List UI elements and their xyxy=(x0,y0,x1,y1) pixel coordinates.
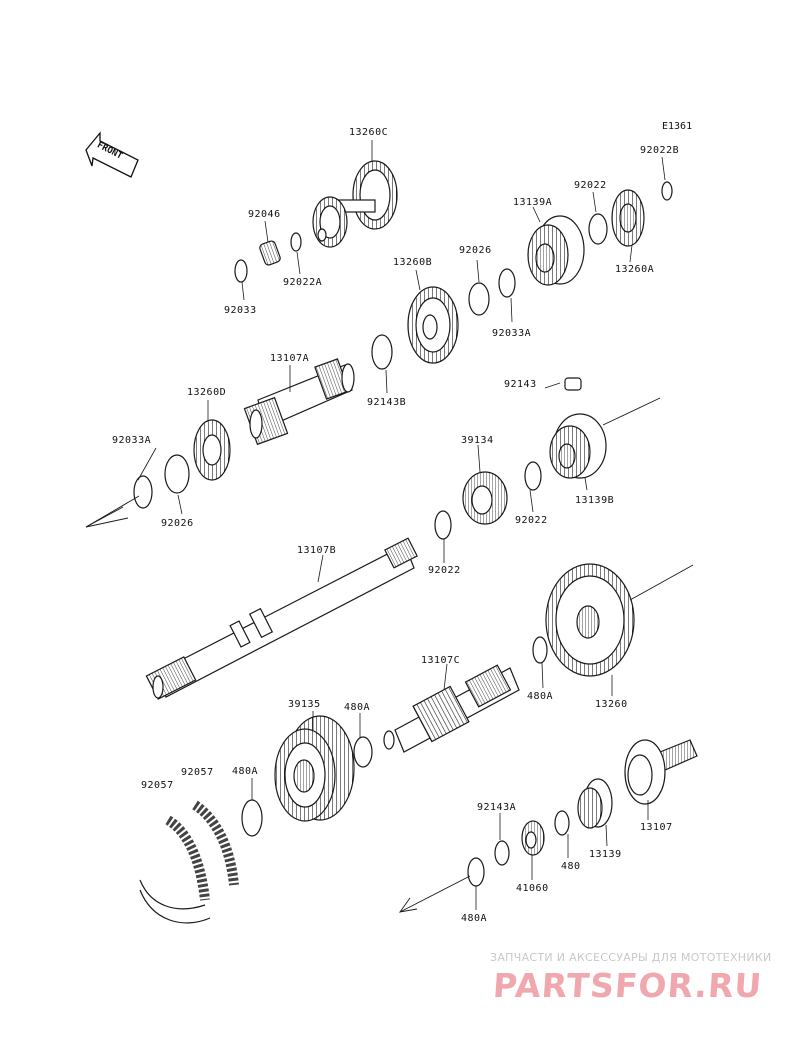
washer-92022-low xyxy=(434,510,452,540)
part-label: 480 xyxy=(561,861,581,872)
shaft-13107c xyxy=(383,664,520,753)
axis-line-right-top xyxy=(602,397,661,426)
part-label: 13260A xyxy=(615,264,655,275)
part-label: 13260 xyxy=(595,699,628,710)
leader-lines xyxy=(137,140,666,910)
part-label: 92022A xyxy=(283,277,323,288)
part-label: 39135 xyxy=(288,699,321,710)
bearing-39134 xyxy=(462,471,508,525)
circlip-92033a-left xyxy=(133,475,153,509)
part-label: 39134 xyxy=(461,435,494,446)
gear-13260 xyxy=(545,563,635,677)
collar-92143 xyxy=(564,377,582,391)
gear-13260c xyxy=(312,160,398,248)
part-label: 92022 xyxy=(574,180,607,191)
part-label: 13260D xyxy=(187,387,227,398)
part-label: 92046 xyxy=(248,209,281,220)
part-label: 13139 xyxy=(589,849,622,860)
part-label: 13260B xyxy=(393,257,433,268)
circlip-480a-mid xyxy=(353,736,373,768)
part-label: 13107B xyxy=(297,545,337,556)
part-label: 13107C xyxy=(421,655,461,666)
gear-39135 xyxy=(274,715,355,822)
part-label: 92033A xyxy=(492,328,532,339)
part-label: 13139A xyxy=(513,197,553,208)
washer-92022 xyxy=(588,213,608,245)
part-label: 92022B xyxy=(640,145,680,156)
washer-92026-top xyxy=(468,282,490,316)
axis-line-right-mid xyxy=(629,564,694,601)
part-label: 92143 xyxy=(504,379,537,390)
washer-92026-left xyxy=(164,454,190,494)
part-label: 92033A xyxy=(112,435,152,446)
bushing-92143b xyxy=(371,334,393,370)
circlip-480a-bottom xyxy=(467,857,485,887)
part-label: 92143A xyxy=(477,802,517,813)
part-label: 92026 xyxy=(161,518,194,529)
circlip-92022b xyxy=(661,181,673,201)
shifter-gear-13139b xyxy=(549,413,607,479)
axis-arrow-left xyxy=(85,506,129,528)
watermark-tagline: ЗАПЧАСТИ И АКСЕССУАРЫ ДЛЯ МОТОТЕХНИКИ xyxy=(490,951,772,964)
gear-13260b xyxy=(407,286,459,364)
part-label: 13260C xyxy=(349,127,389,138)
shaft-13107 xyxy=(624,739,698,805)
part-label: 92026 xyxy=(459,245,492,256)
part-label: 92057 xyxy=(181,767,214,778)
part-label: 92057 xyxy=(141,780,174,791)
collar-41060 xyxy=(521,820,545,856)
front-arrow-icon xyxy=(85,131,139,178)
part-label: 480A xyxy=(232,766,259,777)
part-label: 480A xyxy=(461,913,488,924)
part-label: 92022 xyxy=(428,565,461,576)
part-label: 92033 xyxy=(224,305,257,316)
part-label: 13107 xyxy=(640,822,673,833)
gear-13260a xyxy=(611,189,645,247)
needle-bearing-92046 xyxy=(259,240,281,266)
watermark-logo: PARTSFOR.RU xyxy=(491,966,764,1005)
circlip-92022a xyxy=(290,232,302,252)
part-label: 13107A xyxy=(270,353,310,364)
gear-13260d xyxy=(193,419,231,481)
axis-line-bottom xyxy=(399,875,471,913)
shifter-gear-13139a xyxy=(527,215,585,286)
chain-92057 xyxy=(139,800,239,924)
part-label: 480A xyxy=(344,702,371,713)
part-label: 13139B xyxy=(575,495,615,506)
gear-13139 xyxy=(577,778,613,829)
diagram-code: E1361 xyxy=(662,121,693,132)
circlip-480a-left xyxy=(241,799,263,837)
part-label: 92022 xyxy=(515,515,548,526)
circlip-480 xyxy=(554,810,570,836)
axis-arrow-bottom xyxy=(398,897,418,913)
part-label: 480A xyxy=(527,691,554,702)
shaft-13107b xyxy=(145,537,418,700)
circlip-480a-right xyxy=(532,636,548,664)
bushing-92143a xyxy=(494,840,510,866)
shaft-13107a xyxy=(243,358,355,446)
washer-92022-mid xyxy=(524,461,542,491)
part-label: 41060 xyxy=(516,883,549,894)
circlip-92033 xyxy=(234,259,248,283)
part-label: 92143B xyxy=(367,397,407,408)
circlip-92033a-top xyxy=(498,268,516,298)
